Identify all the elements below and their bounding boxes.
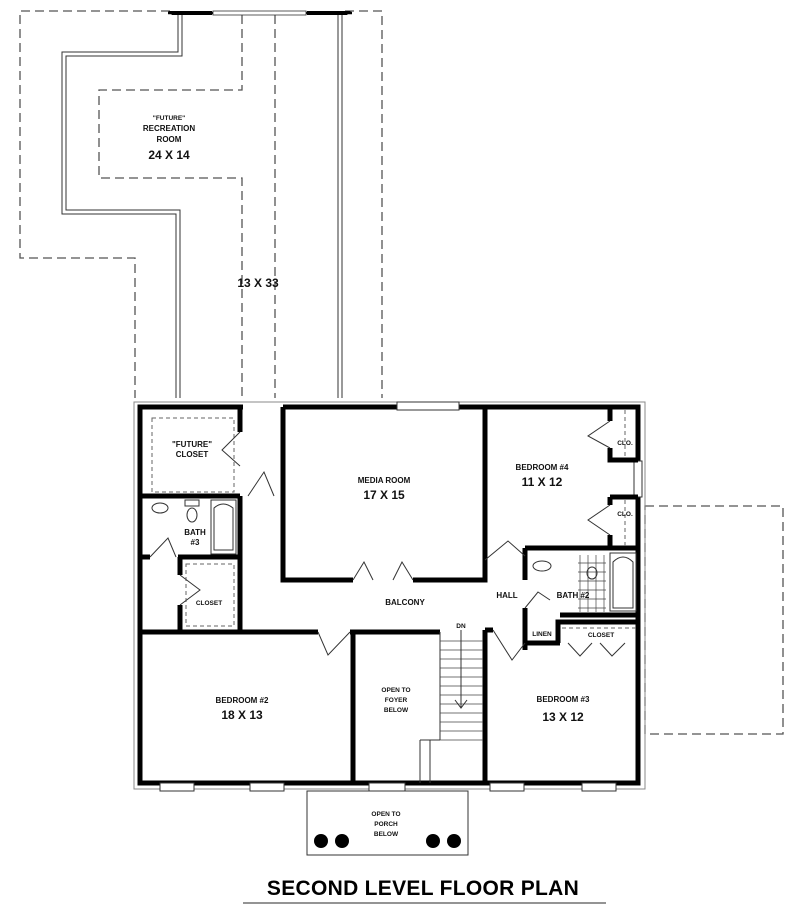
clo-top-label: CLO. [617, 440, 633, 447]
room-labels: "FUTURE" RECREATION ROOM 24 X 14 13 X 33… [143, 115, 633, 838]
bath3-label-2: #3 [191, 538, 200, 547]
bedroom3-size: 13 X 12 [542, 710, 584, 724]
hall-label: HALL [496, 591, 517, 600]
staircase[interactable] [419, 630, 483, 783]
linen-label: LINEN [532, 631, 552, 638]
fixtures [151, 410, 637, 629]
interior-walls [140, 407, 638, 783]
bedroom4-size: 11 X 12 [522, 475, 563, 489]
roof-outline-right [644, 505, 784, 735]
column-icon [426, 834, 440, 848]
balcony-label: BALCONY [385, 598, 425, 607]
closet-right-label: CLOSET [588, 632, 614, 639]
clo-bottom-label: CLO. [617, 511, 633, 518]
bedroom2-label: BEDROOM #2 [216, 696, 269, 705]
bath2-label: BATH #2 [557, 591, 590, 600]
bedroom3-label: BEDROOM #3 [537, 695, 590, 704]
bonus-area-outline [19, 10, 383, 398]
porch-label-3: BELOW [374, 831, 399, 838]
bedroom2-size: 18 X 13 [221, 708, 263, 722]
foyer-label-1: OPEN TO [381, 687, 410, 694]
porch-label-1: OPEN TO [371, 811, 400, 818]
column-icon [335, 834, 349, 848]
foyer-label-2: FOYER [385, 697, 408, 704]
exterior-walls [133, 401, 646, 792]
foyer-label-3: BELOW [384, 707, 409, 714]
closet-left-label: CLOSET [196, 600, 222, 607]
porch [306, 790, 469, 856]
bath3-label-1: BATH [184, 528, 206, 537]
doors [149, 420, 626, 661]
bedroom4-label: BEDROOM #4 [516, 463, 569, 472]
column-icon [314, 834, 328, 848]
future-closet-label-2: CLOSET [176, 450, 209, 459]
plan-title: SECOND LEVEL FLOOR PLAN [267, 877, 579, 900]
future-closet-label-1: "FUTURE" [172, 440, 212, 449]
media-room-size: 17 X 15 [363, 488, 405, 502]
column-icon [447, 834, 461, 848]
recreation-label-2: RECREATION [143, 124, 196, 133]
recreation-label-3: ROOM [157, 135, 182, 144]
stairs-down-label: DN [456, 623, 466, 630]
bonus-span-size: 13 X 33 [237, 276, 279, 290]
porch-label-2: PORCH [374, 821, 398, 828]
media-room-label: MEDIA ROOM [358, 476, 411, 485]
recreation-size: 24 X 14 [148, 148, 190, 162]
recreation-label-1: "FUTURE" [153, 115, 186, 122]
